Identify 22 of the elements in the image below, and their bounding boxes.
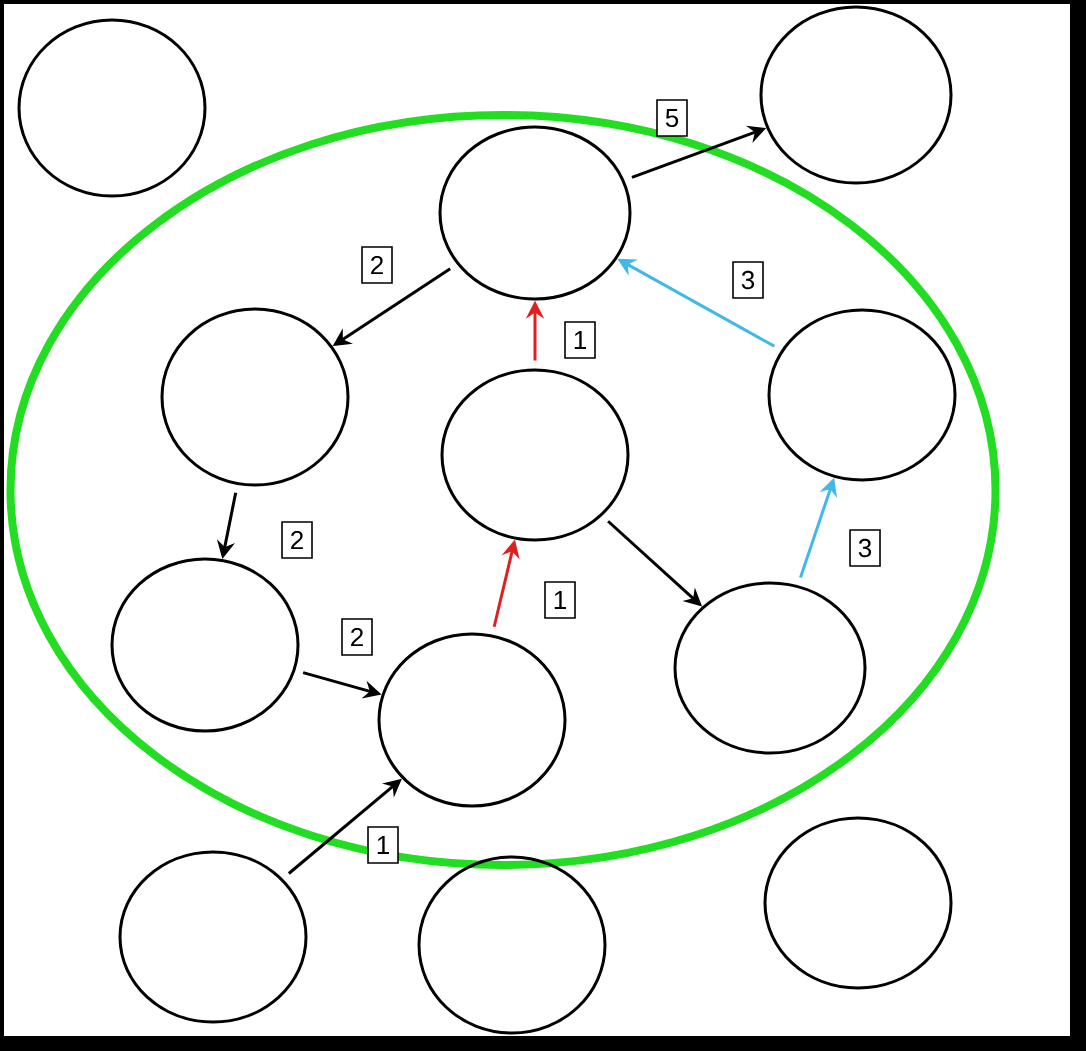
edge-label: 2 xyxy=(281,521,313,559)
edge-label: 1 xyxy=(564,321,596,359)
edge-label: 5 xyxy=(656,99,688,137)
circle xyxy=(673,581,867,755)
circle xyxy=(377,632,567,808)
edge-label: 3 xyxy=(732,261,764,299)
ellipse-outline xyxy=(6,111,1000,869)
circle xyxy=(160,307,350,487)
circle xyxy=(759,5,953,185)
circle xyxy=(767,308,957,482)
edge-label: 1 xyxy=(544,581,576,619)
circle xyxy=(763,816,953,990)
edge-label: 1 xyxy=(367,826,399,864)
circle xyxy=(110,557,300,733)
edge-label: 3 xyxy=(849,529,881,567)
circle xyxy=(118,850,308,1024)
circle xyxy=(417,855,607,1035)
circle xyxy=(17,18,207,198)
edge-label: 2 xyxy=(361,246,393,284)
circle xyxy=(440,368,630,542)
circle xyxy=(438,125,632,301)
edge-label: 2 xyxy=(341,618,373,656)
